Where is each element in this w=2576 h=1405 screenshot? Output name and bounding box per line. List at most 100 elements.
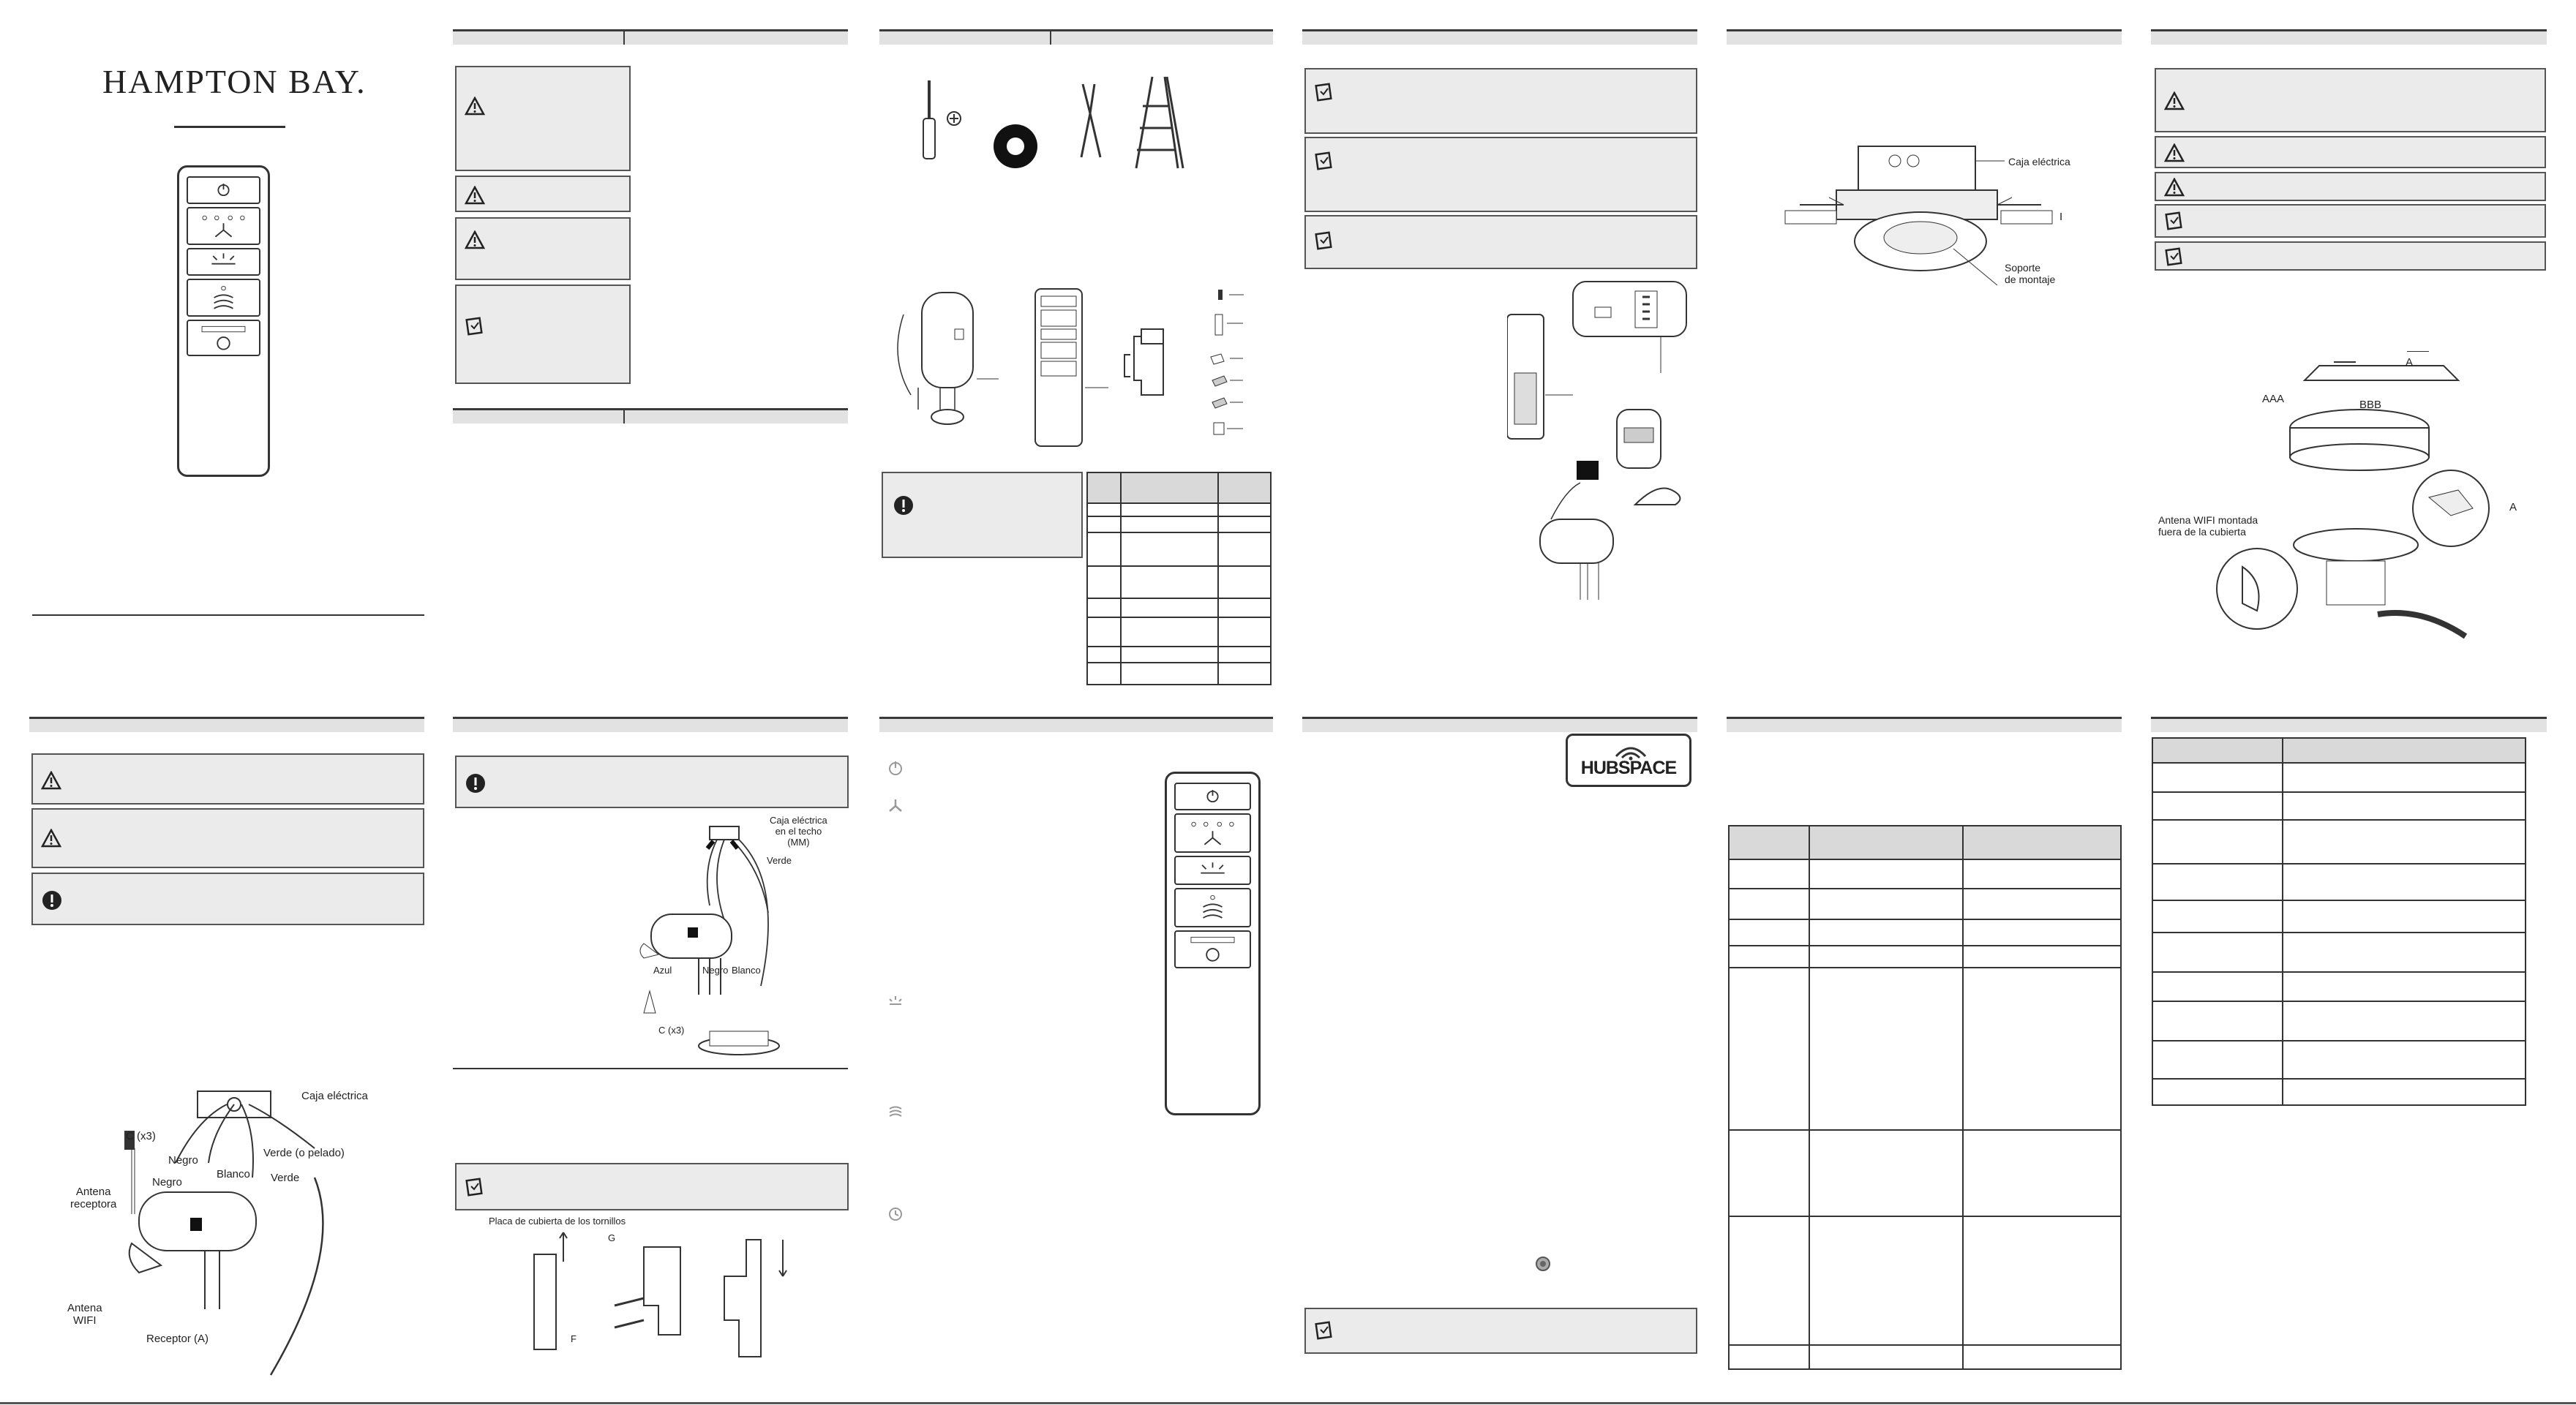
- phillips-icon: [947, 111, 961, 126]
- warning-triangle-icon: [464, 184, 486, 206]
- breeze-icon: [887, 1103, 904, 1120]
- light-icon: [887, 993, 904, 1011]
- small-parts: [1210, 290, 1244, 435]
- label-blanco: Blanco: [732, 965, 761, 976]
- label-negro-b1: Negro: [168, 1154, 198, 1167]
- pliers-icon: [1080, 83, 1102, 158]
- section-header: [29, 717, 424, 732]
- note-box: [1304, 68, 1697, 134]
- warning-triangle-icon: [464, 95, 486, 117]
- tape-icon: [994, 124, 1037, 168]
- note-box: [1304, 1308, 1697, 1354]
- label-placa-cubierta: Placa de cubierta de los tornillos: [489, 1216, 626, 1227]
- label-a-right: A: [2509, 501, 2517, 513]
- warning-box: [455, 217, 631, 280]
- remote-fan-speed-button: [1174, 813, 1251, 853]
- remote-illustration-functions: [1165, 772, 1261, 1115]
- section-header: [2151, 29, 2547, 45]
- label-bbb: BBB: [2359, 399, 2382, 411]
- label-blanco-b: Blanco: [217, 1168, 250, 1180]
- troubleshooting-table: [1728, 825, 2122, 1370]
- note-hand-icon: [2163, 210, 2185, 232]
- exclamation-circle-icon: [40, 889, 64, 912]
- dip-switch-illustration: [1507, 281, 1687, 600]
- label-a-top: A: [2406, 356, 2414, 369]
- hubspace-wordmark: HUBSPACE: [1580, 758, 1677, 778]
- warning-triangle-icon: [464, 229, 486, 251]
- hubspace-logo: HUBSPACE: [1566, 734, 1691, 787]
- exclamation-circle-icon: [892, 494, 915, 517]
- section-header: [453, 717, 848, 732]
- caution-box: [455, 756, 849, 808]
- ceiling-wiring-illustration: [639, 826, 780, 1055]
- warning-box: [2155, 136, 2546, 168]
- screwdriver-icon: [923, 80, 936, 159]
- section-header: [2151, 717, 2547, 732]
- note-hand-icon: [464, 315, 486, 337]
- brand-underline: [174, 126, 285, 128]
- reset-button-icon: [1534, 1255, 1552, 1273]
- section-header: [879, 29, 1273, 45]
- label-c-x3: C (x3): [658, 1025, 685, 1036]
- holder-part: [1124, 328, 1164, 396]
- parts-illustration: [897, 288, 1244, 447]
- note-box: [2155, 241, 2546, 271]
- warning-triangle-icon: [2163, 176, 2185, 198]
- mounting-bracket-illustration: [1784, 146, 2053, 286]
- label-caja-electrica-b: Caja eléctrica: [301, 1090, 368, 1102]
- warning-box: [455, 66, 631, 171]
- wifi-icon: [1615, 747, 1647, 761]
- label-antena-receptora: Antena receptora: [70, 1186, 117, 1211]
- remote-timer-button: [187, 320, 260, 356]
- warning-triangle-icon: [2163, 142, 2185, 164]
- remote-breeze-button: [187, 279, 260, 317]
- label-verde: Verde: [767, 855, 792, 866]
- warning-triangle-icon: [2163, 90, 2185, 112]
- note-hand-icon: [464, 1176, 486, 1198]
- cover-bottom-rule: [32, 614, 424, 616]
- label-antena-wifi-montada: Antena WIFI montada fuera de la cubierta: [2158, 514, 2258, 538]
- power-icon: [887, 759, 904, 777]
- note-hand-icon: [1313, 81, 1335, 103]
- section-header: [879, 717, 1273, 732]
- label-soporte-montaje: Soporte de montaje: [2005, 262, 2056, 286]
- section-header: [1302, 717, 1697, 732]
- warning-triangle-icon: [40, 769, 62, 791]
- warning-box: [31, 753, 424, 805]
- remote-timer-button: [1174, 930, 1251, 968]
- section-header: [453, 29, 848, 45]
- ladder-icon: [1135, 76, 1184, 169]
- note-box: [455, 285, 631, 384]
- label-g: G: [608, 1232, 616, 1243]
- remote-light-button: [1174, 856, 1251, 885]
- remote-light-button: [187, 248, 260, 276]
- label-caja-electrica: Caja eléctrica: [2008, 156, 2070, 167]
- warning-box: [455, 176, 631, 212]
- label-negro: Negro: [702, 965, 729, 976]
- note-box: [1304, 215, 1697, 269]
- note-box: [2155, 204, 2546, 238]
- parts-table: [1086, 472, 1272, 685]
- section-header: [1727, 29, 2122, 45]
- label-verde-b: Verde: [271, 1172, 300, 1184]
- exclamation-circle-icon: [464, 772, 487, 795]
- caution-box: [31, 873, 424, 925]
- warning-triangle-icon: [40, 827, 62, 849]
- label-f: F: [571, 1333, 577, 1344]
- section-header: [453, 408, 848, 423]
- note-hand-icon: [1313, 150, 1335, 172]
- label-verde-pelado: Verde (o pelado): [263, 1147, 345, 1159]
- note-hand-icon: [1313, 230, 1335, 252]
- remote-part: [1034, 288, 1108, 447]
- label-caja-electrica-techo: Caja eléctrica en el techo (MM): [770, 815, 827, 848]
- caution-box: [882, 472, 1083, 558]
- brand-logo: HAMPTON BAY.: [102, 63, 367, 100]
- section-header: [1302, 29, 1697, 45]
- receiver-part: [897, 292, 999, 425]
- screw-cover-illustration: [533, 1232, 787, 1357]
- label-receptor-a: Receptor (A): [146, 1333, 209, 1345]
- label-c-x3-b: C (x3): [126, 1130, 156, 1142]
- label-azul: Azul: [653, 965, 672, 976]
- specifications-table: [2152, 737, 2526, 1106]
- remote-power-button: [187, 176, 260, 204]
